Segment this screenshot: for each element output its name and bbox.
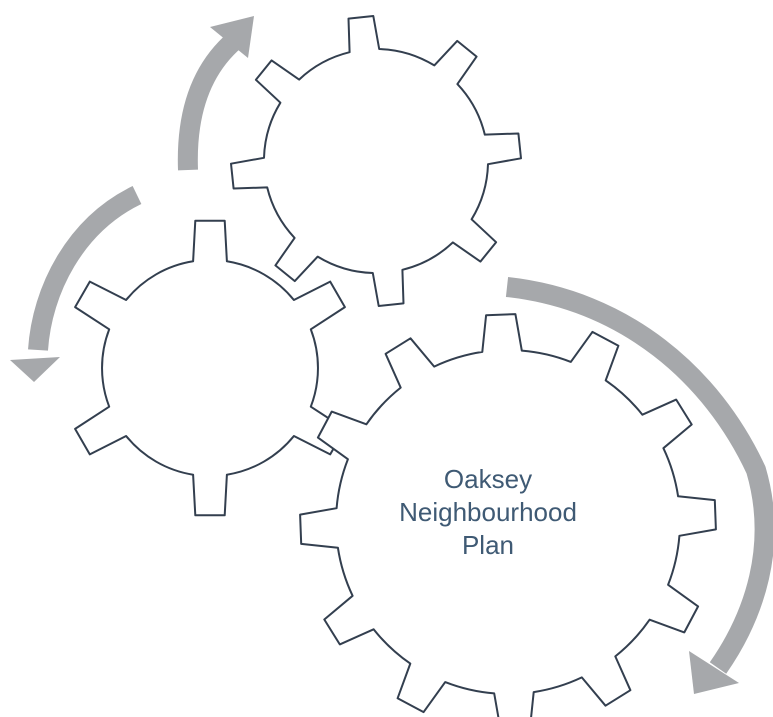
cycle-arrow-left	[28, 186, 142, 351]
cycle-arrow-left-head	[10, 357, 60, 382]
gear-label-line-2: Neighbourhood	[399, 497, 577, 527]
gear-left-outline	[74, 219, 346, 517]
gear-left	[74, 219, 346, 517]
gear-top-outline	[230, 15, 522, 307]
cycle-arrow-top	[177, 32, 242, 171]
gear-large	[299, 313, 717, 717]
gear-top	[230, 15, 522, 307]
gear-label-line-3: Plan	[461, 530, 515, 560]
cycle-arrow-right-head	[689, 651, 739, 694]
cycle-arrow-right	[505, 277, 773, 674]
gear-label: Oaksey Neighbourhood Plan	[388, 463, 588, 562]
gear-label-line-1: Oaksey	[443, 464, 533, 494]
cycle-arrow-top-head	[210, 16, 254, 58]
gear-large-outline	[299, 313, 717, 717]
